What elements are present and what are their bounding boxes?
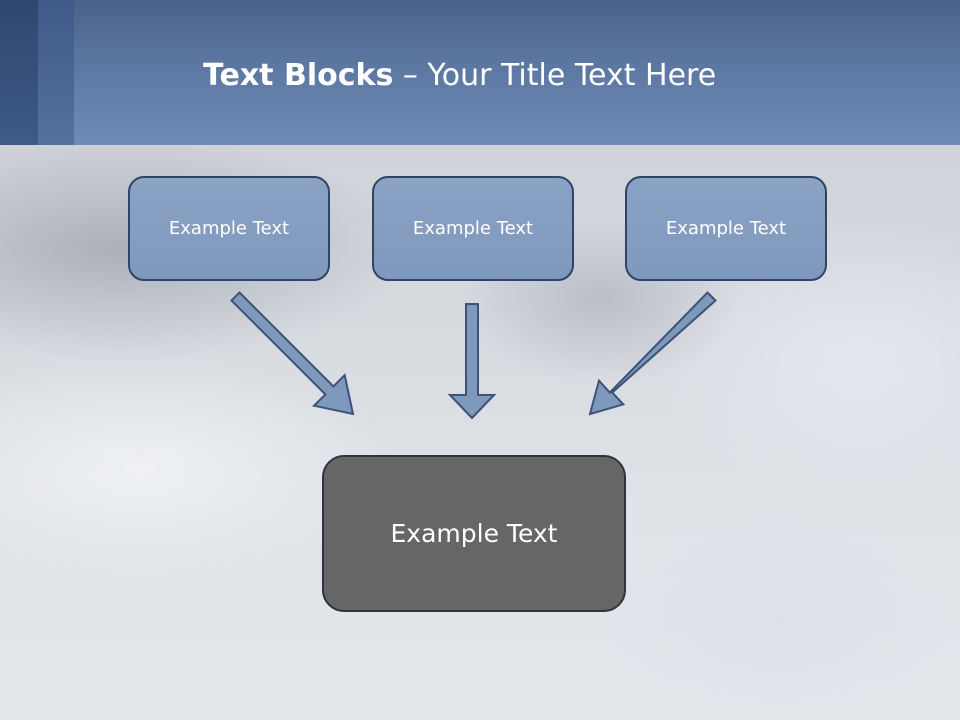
arrow-middle-to-center [447,303,497,420]
title-dash: – [402,58,418,93]
top-box-left-label: Example Text [168,218,290,239]
top-box-left: Example Text [128,176,330,281]
center-box: Example Text [322,455,626,612]
top-box-right-label: Example Text [665,218,787,239]
top-box-middle-label: Example Text [412,218,534,239]
top-box-middle: Example Text [372,176,574,281]
arrow-right-to-center [588,291,717,416]
title-bold-part: Text Blocks [203,58,394,93]
slide-title: Text Blocks – Your Title Text Here [203,56,716,100]
center-box-label: Example Text [390,519,558,548]
header-accent-stripe [0,0,38,145]
arrow-left-to-center [230,291,355,416]
title-bar: Text Blocks – Your Title Text Here [0,0,960,145]
top-box-right: Example Text [625,176,827,281]
title-rest-part: Your Title Text Here [427,58,717,93]
header-accent-stripe-light [38,0,74,145]
